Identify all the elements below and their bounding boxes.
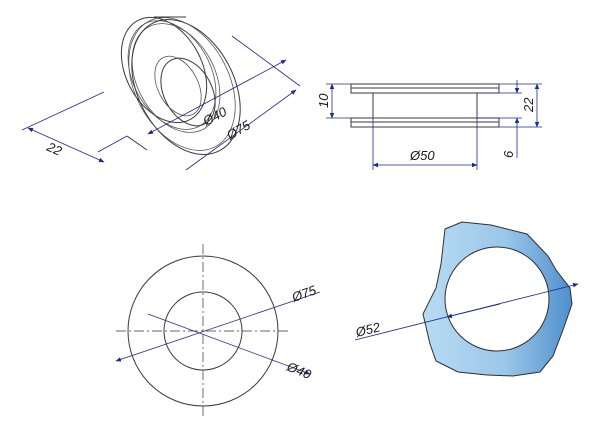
iso-outer-dia-label: Ø75 (223, 117, 253, 143)
iso-width-ext-1 (21, 91, 105, 131)
front-inner-dia-line (147, 313, 311, 375)
front-inner-circle (163, 291, 243, 371)
section-hole-dia-label: Ø52 (353, 319, 382, 340)
iso-outer-dia-ext (231, 35, 301, 87)
front-view: Ø75 Ø40 (115, 244, 321, 418)
iso-outer-dia-line (185, 89, 297, 171)
front-outer-dia-label: Ø75 (289, 282, 319, 305)
iso-inner-dia-line (147, 59, 287, 135)
iso-front-outer-edge (128, 17, 236, 151)
iso-width-dim-line (27, 127, 105, 163)
iso-inner-dia-label: Ø40 (199, 104, 229, 130)
side-view: 10 22 6 Ø50 (316, 80, 542, 170)
section-hole-dia-arrow (446, 303, 501, 318)
section-view: Ø52 (353, 221, 579, 377)
front-outer-circle (127, 255, 279, 407)
front-inner-dia-label: Ø40 (284, 358, 314, 382)
iso-width-label: 22 (44, 139, 65, 159)
side-total-label: 22 (521, 97, 536, 113)
front-outer-dia-line (115, 291, 321, 362)
side-hub (372, 92, 478, 119)
iso-width-ext-2 (97, 135, 128, 153)
side-flange-label: 10 (316, 93, 331, 108)
side-hub-label: Ø50 (409, 148, 435, 163)
section-hole (444, 246, 550, 352)
iso-silhouette-bottom (126, 135, 148, 151)
isometric-view: 22 Ø40 Ø75 (21, 16, 301, 171)
side-groove-label: 6 (501, 150, 516, 158)
